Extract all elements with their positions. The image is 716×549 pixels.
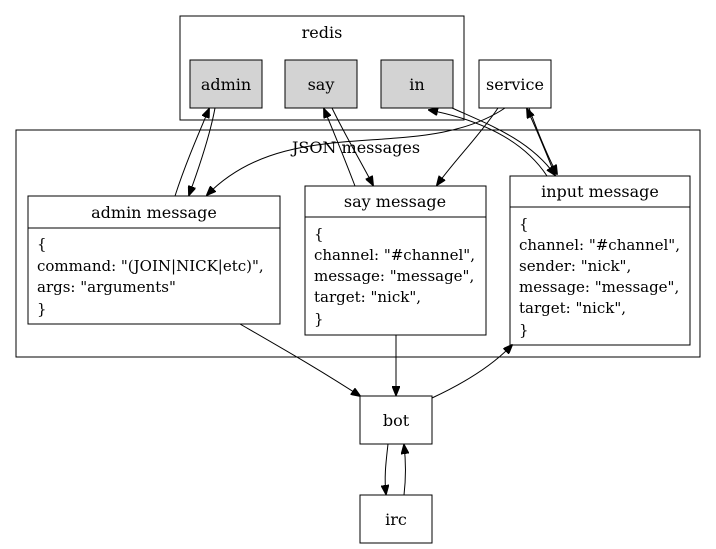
- service-box: [478, 59, 552, 109]
- input-message-record: input message { channel: "#channel", sen…: [509, 175, 691, 346]
- say-message-line: channel: "#channel",: [314, 246, 475, 264]
- edge-input-message-to-in-queue: [429, 110, 548, 177]
- admin-message-line: {: [37, 235, 47, 253]
- edge-irc-to-bot: [404, 445, 406, 496]
- input-message-line: channel: "#channel",: [519, 236, 680, 254]
- admin-message-line: command: "(JOIN|NICK|etc)",: [37, 257, 264, 275]
- edge-say-queue-to-say-message: [331, 107, 373, 185]
- edge-in-queue-to-input-message: [451, 107, 555, 175]
- edge-bot-to-irc: [385, 443, 388, 494]
- admin-message-title: admin message: [91, 203, 217, 222]
- say-message-line: {: [314, 225, 324, 243]
- service-label: service: [486, 75, 544, 94]
- admin-queue-node: admin: [189, 59, 263, 109]
- in-queue-node: in: [380, 59, 454, 109]
- input-message-line: {: [519, 215, 529, 233]
- say-message-record: say message { channel: "#channel", messa…: [304, 185, 487, 336]
- input-message-box: [509, 175, 691, 346]
- edge-admin-queue-to-admin-message: [189, 107, 216, 195]
- in-queue-box: [380, 59, 454, 109]
- irc-label: irc: [385, 510, 407, 529]
- input-message-line: }: [519, 321, 529, 339]
- say-queue-box: [284, 59, 358, 109]
- say-message-line: target: "nick",: [314, 288, 421, 306]
- admin-message-box: [27, 195, 281, 325]
- say-message-line: }: [314, 310, 324, 328]
- admin-message-record: admin message { command: "(JOIN|NICK|etc…: [27, 195, 281, 325]
- say-queue-label: say: [308, 75, 335, 94]
- edge-service-to-input-message: [528, 107, 557, 174]
- edge-service-to-say-message: [437, 107, 499, 185]
- redis-cluster-label: redis: [302, 23, 343, 42]
- say-queue-node: say: [284, 59, 358, 109]
- service-node: service: [478, 59, 552, 109]
- input-message-line: sender: "nick",: [519, 257, 631, 275]
- bot-box: [359, 395, 433, 445]
- bot-label: bot: [383, 411, 410, 430]
- input-message-line: target: "nick",: [519, 299, 626, 317]
- in-queue-label: in: [409, 75, 424, 94]
- edge-service-to-admin-message: [207, 107, 506, 195]
- input-message-line: message: "message",: [519, 278, 679, 296]
- input-message-title: input message: [541, 182, 659, 201]
- edge-admin-message-to-admin-queue: [174, 109, 209, 197]
- say-message-line: message: "message",: [314, 267, 474, 285]
- admin-message-line: args: "arguments": [37, 278, 176, 296]
- edge-admin-message-to-bot: [239, 323, 360, 396]
- admin-queue-box: [189, 59, 263, 109]
- admin-message-line: }: [37, 300, 47, 318]
- irc-box: [359, 494, 433, 544]
- edges: [174, 107, 557, 496]
- bot-node: bot: [359, 395, 433, 445]
- say-message-title: say message: [344, 192, 446, 211]
- edge-say-message-to-say-queue: [324, 109, 356, 187]
- irc-node: irc: [359, 494, 433, 544]
- json-cluster-label: JSON messages: [290, 138, 420, 157]
- edge-bot-to-input-message: [431, 345, 512, 399]
- admin-queue-label: admin: [201, 75, 251, 94]
